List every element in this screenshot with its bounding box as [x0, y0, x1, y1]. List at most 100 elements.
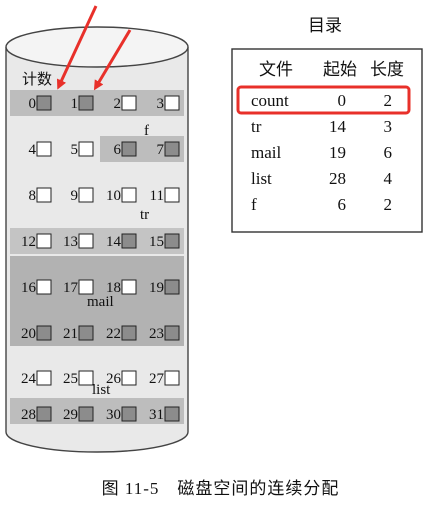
block-square	[121, 95, 137, 111]
block-square	[78, 370, 94, 386]
block-square	[121, 325, 137, 341]
directory-title: 目录	[308, 16, 342, 35]
file-name: list	[251, 169, 272, 188]
disk-block: 3	[157, 95, 180, 112]
file-name: tr	[251, 117, 262, 136]
block-square	[121, 187, 137, 203]
tr-label: tr	[140, 207, 149, 223]
block-square	[78, 325, 94, 341]
block-square	[36, 406, 52, 422]
block-square	[164, 370, 180, 386]
file-start: 14	[329, 117, 347, 136]
block-square	[164, 279, 180, 295]
disk-block: 1	[71, 95, 94, 112]
block-number: 9	[71, 188, 79, 204]
disk-block: 25	[63, 370, 94, 387]
figure-caption: 图 11-5 磁盘空间的连续分配	[101, 479, 340, 498]
block-number: 11	[150, 188, 164, 204]
block-number: 19	[149, 280, 164, 296]
block-number: 25	[63, 371, 78, 387]
mail-label: mail	[87, 294, 114, 310]
block-number: 10	[106, 188, 121, 204]
block-number: 5	[71, 142, 79, 158]
directory-header: 文件	[259, 60, 293, 79]
file-start: 0	[338, 91, 347, 110]
disk-block: 14	[106, 233, 137, 250]
disk-block: 29	[63, 406, 94, 423]
block-square	[121, 370, 137, 386]
highlight-box	[236, 85, 411, 115]
block-square	[78, 233, 94, 249]
disk-block: 19	[149, 279, 180, 296]
block-square	[121, 233, 137, 249]
file-length: 6	[384, 143, 393, 162]
block-square	[36, 187, 52, 203]
disk-block: 16	[21, 279, 52, 296]
block-number: 18	[106, 280, 121, 296]
block-number: 20	[21, 326, 36, 342]
disk-block: 28	[21, 406, 52, 423]
block-number: 21	[63, 326, 78, 342]
block-square	[121, 141, 137, 157]
disk-block: 2	[114, 95, 137, 112]
annotation-arrow-2	[93, 29, 132, 91]
file-length: 2	[384, 195, 393, 214]
block-square	[36, 325, 52, 341]
block-square	[78, 141, 94, 157]
file-start: 28	[329, 169, 346, 188]
disk-block: 12	[21, 233, 52, 250]
block-square	[36, 141, 52, 157]
block-number: 31	[149, 407, 164, 423]
block-number: 22	[106, 326, 121, 342]
block-square	[78, 406, 94, 422]
block-number: 17	[63, 280, 79, 296]
disk-block: 10	[106, 187, 137, 204]
file-length: 4	[384, 169, 393, 188]
block-number: 15	[149, 234, 164, 250]
block-number: 6	[114, 142, 122, 158]
disk-block: 5	[71, 141, 94, 158]
block-number: 7	[157, 142, 165, 158]
block-square	[164, 406, 180, 422]
disk-block: 9	[71, 187, 94, 204]
block-square	[36, 279, 52, 295]
block-square	[164, 95, 180, 111]
block-number: 4	[29, 142, 37, 158]
block-number: 23	[149, 326, 164, 342]
disk-block: 30	[106, 406, 137, 423]
block-square	[78, 279, 94, 295]
disk-block: 4	[29, 141, 52, 158]
block-square	[164, 325, 180, 341]
disk-block: 31	[149, 406, 180, 423]
block-number: 1	[71, 96, 79, 112]
block-number: 26	[106, 371, 122, 387]
file-name: f	[251, 195, 257, 214]
block-number: 3	[157, 96, 165, 112]
directory-header: 长度	[370, 60, 404, 79]
disk-block: 21	[63, 325, 94, 342]
list-label: list	[92, 382, 111, 398]
block-square	[36, 233, 52, 249]
block-square	[121, 406, 137, 422]
disk-block: 20	[21, 325, 52, 342]
disk-block: 17	[63, 279, 94, 296]
block-square	[164, 187, 180, 203]
block-number: 29	[63, 407, 78, 423]
disk-block: 23	[149, 325, 180, 342]
directory-header: 起始	[323, 60, 357, 79]
file-length: 2	[384, 91, 393, 110]
file-name: count	[251, 91, 289, 110]
block-square	[78, 95, 94, 111]
block-square	[164, 141, 180, 157]
block-square	[78, 187, 94, 203]
block-number: 14	[106, 234, 122, 250]
block-number: 12	[21, 234, 36, 250]
file-name: mail	[251, 143, 281, 162]
disk-block: 15	[149, 233, 180, 250]
f-label: f	[144, 123, 149, 139]
